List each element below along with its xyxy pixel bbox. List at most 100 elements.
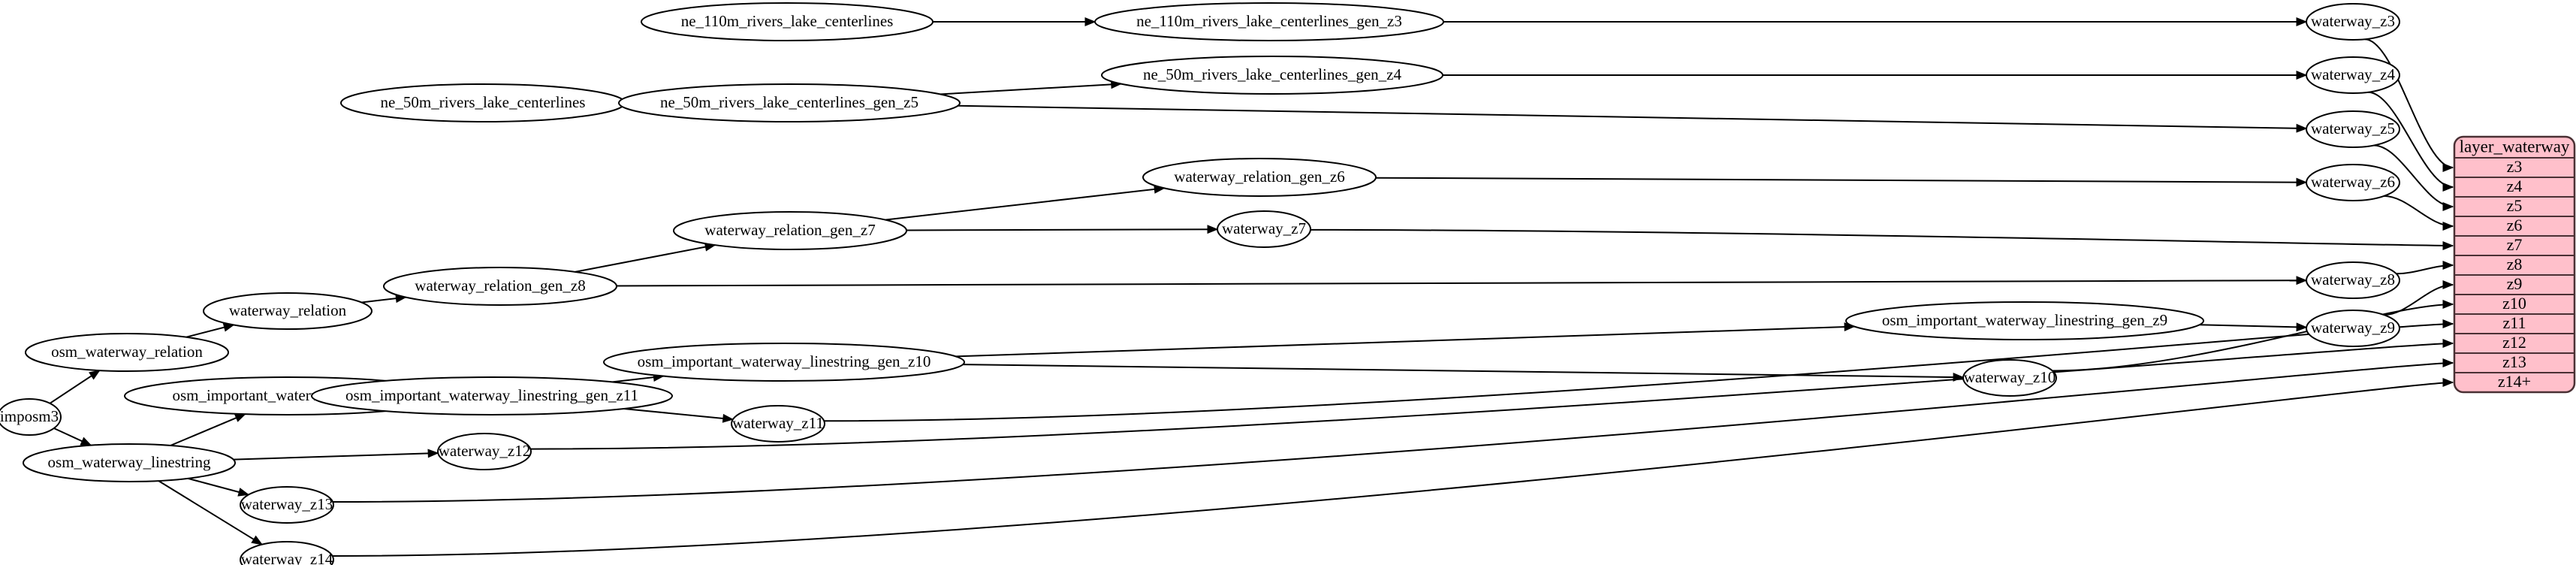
arrowhead-waterway_relation_gen_z6-to-waterway_z6 [2296, 177, 2308, 187]
node-shape-waterway_relation_gen_z6 [1142, 158, 1377, 197]
edge-osm_important_waterway_linestring_gen_z10-to-waterway_z10 [963, 364, 1964, 379]
layer-table-row-z11[interactable] [2454, 313, 2574, 334]
node-ne_50m_rivers_lake_centerlines_gen_z5[interactable]: ne_50m_rivers_lake_centerlines_gen_z5 [618, 83, 961, 122]
node-osm_important_waterway_linestring_gen_z9[interactable]: osm_important_waterway_linestring_gen_z9 [1845, 301, 2204, 340]
edge-osm_important_waterway_linestring_gen_z11-to-waterway_z11 [623, 408, 733, 421]
layer-table-row-z8[interactable] [2454, 255, 2574, 276]
layer-table-row-z3[interactable] [2454, 157, 2574, 178]
node-waterway_z3[interactable]: waterway_z3 [2306, 3, 2400, 41]
node-waterway_z11[interactable]: waterway_z11 [731, 405, 825, 443]
node-waterway_z12[interactable]: waterway_z12 [437, 433, 532, 470]
node-osm_waterway_relation[interactable]: osm_waterway_relation [25, 333, 229, 372]
arrowhead-osm_waterway_linestring-to-waterway_z13 [237, 488, 250, 497]
arrowhead-waterway_z11-to-layer_waterway-z11 [2442, 319, 2454, 328]
arrowhead-imposm3-to-osm_waterway_linestring [80, 437, 92, 446]
layer-table-row-z14+[interactable] [2454, 372, 2574, 392]
node-ne_50m_rivers_lake_centerlines_gen_z4[interactable]: ne_50m_rivers_lake_centerlines_gen_z4 [1101, 56, 1443, 95]
edge-waterway_z13-to-layer_waterway-z13 [333, 362, 2454, 503]
layer-table-body: layer_waterwayz3z4z5z6z7z8z9z10z11z12z13… [2454, 137, 2574, 392]
edge-waterway_z6-to-layer_waterway-z6 [2384, 195, 2454, 227]
edge-waterway_z12-to-layer_waterway-z12 [530, 343, 2454, 450]
node-shape-waterway_z12 [437, 433, 532, 470]
node-waterway_z9[interactable]: waterway_z9 [2306, 310, 2400, 347]
layer-table-row-z6[interactable] [2454, 216, 2574, 237]
node-ne_110m_rivers_lake_centerlines_gen_z3[interactable]: ne_110m_rivers_lake_centerlines_gen_z3 [1094, 2, 1444, 41]
edge-osm_important_waterway_linestring_gen_z9-to-waterway_z9 [2199, 324, 2307, 328]
node-shape-osm_important_waterway_linestring_gen_z11 [311, 376, 673, 415]
layer-table-row-z5[interactable] [2454, 196, 2574, 217]
layer-table-row-z12[interactable] [2454, 333, 2574, 354]
node-waterway_z6[interactable]: waterway_z6 [2306, 164, 2400, 201]
node-shape-osm_waterway_linestring [23, 443, 236, 482]
node-shape-osm_important_waterway_linestring_gen_z10 [603, 343, 965, 382]
arrowhead-osm_waterway_linestring-to-waterway_z12 [427, 449, 439, 458]
layer-table-row-z9[interactable] [2454, 274, 2574, 295]
node-shape-waterway_z6 [2306, 164, 2400, 201]
node-waterway_z13[interactable]: waterway_z13 [240, 486, 334, 524]
edge-osm_important_waterway_linestring_gen_z10-to-osm_important_waterway_linestring_gen_z9 [955, 325, 1855, 358]
layer-waterway-table: layer_waterwayz3z4z5z6z7z8z9z10z11z12z13… [2453, 135, 2576, 394]
node-shape-waterway_z9 [2306, 310, 2400, 347]
node-waterway_z14[interactable]: waterway_z14 [240, 541, 334, 565]
arrowhead-waterway_z13-to-layer_waterway-z13 [2442, 358, 2454, 367]
node-waterway_z8[interactable]: waterway_z8 [2306, 261, 2400, 299]
node-shape-waterway_relation [203, 292, 373, 330]
arrowhead-osm_waterway_linestring-to-waterway_z14 [251, 535, 264, 545]
arrowhead-waterway_z3-to-layer_waterway-z3 [2442, 163, 2454, 172]
node-shape-waterway_z10 [1962, 359, 2057, 397]
node-osm_important_waterway_linestring_gen_z11[interactable]: osm_important_waterway_linestring_gen_z1… [311, 376, 673, 415]
arrowhead-waterway_z6-to-layer_waterway-z6 [2442, 222, 2454, 231]
node-waterway_relation[interactable]: waterway_relation [203, 292, 373, 330]
edge-waterway_relation_gen_z8-to-waterway_relation_gen_z7 [575, 244, 716, 273]
node-shape-ne_50m_rivers_lake_centerlines_gen_z4 [1101, 56, 1443, 95]
arrowhead-osm_waterway_linestring-to-osm_important_waterway_linestring [234, 413, 246, 422]
layer-table-row-z13[interactable] [2454, 352, 2574, 373]
node-waterway_relation_gen_z6[interactable]: waterway_relation_gen_z6 [1142, 158, 1377, 197]
arrowhead-waterway_z5-to-layer_waterway-z5 [2442, 202, 2454, 211]
edge-waterway_relation_gen_z8-to-waterway_z8 [616, 279, 2307, 287]
arrowhead-ne_50m_rivers_lake_centerlines_gen_z5-to-waterway_z5 [2296, 123, 2308, 133]
arrowhead-waterway_z8-to-layer_waterway-z8 [2442, 261, 2454, 270]
node-shape-imposm3 [0, 398, 62, 436]
edge-waterway_z4-to-layer_waterway-z4 [2368, 91, 2454, 188]
layer-table-row-z7[interactable] [2454, 235, 2574, 256]
layer-table-row-z10[interactable] [2454, 294, 2574, 315]
node-waterway_z10[interactable]: waterway_z10 [1962, 359, 2057, 397]
node-shape-waterway_z13 [240, 486, 334, 524]
node-osm_waterway_linestring[interactable]: osm_waterway_linestring [23, 443, 236, 482]
node-shape-waterway_relation_gen_z8 [383, 267, 617, 306]
node-waterway_relation_gen_z7[interactable]: waterway_relation_gen_z7 [673, 211, 907, 250]
arrowhead-osm_important_waterway_linestring_gen_z11-to-waterway_z11 [722, 413, 734, 423]
node-imposm3[interactable]: imposm3 [0, 398, 62, 436]
layer-table-row-z4[interactable] [2454, 177, 2574, 198]
arrowhead-waterway_relation_gen_z7-to-waterway_z7 [1207, 225, 1219, 234]
arrowhead-waterway_relation_gen_z8-to-waterway_z8 [2296, 276, 2308, 286]
node-shape-waterway_relation_gen_z7 [673, 211, 907, 250]
edge-osm_waterway_linestring-to-osm_important_waterway_linestring [170, 413, 246, 446]
node-shape-osm_waterway_relation [25, 333, 229, 372]
node-waterway_z4[interactable]: waterway_z4 [2306, 56, 2400, 94]
arrowhead-ne_50m_rivers_lake_centerlines_gen_z4-to-waterway_z4 [2296, 71, 2308, 80]
node-shape-waterway_z4 [2306, 56, 2400, 94]
edge-osm_waterway_linestring-to-waterway_z12 [233, 452, 439, 461]
arrowhead-waterway_z9-to-layer_waterway-z9 [2442, 280, 2454, 289]
node-ne_50m_rivers_lake_centerlines[interactable]: ne_50m_rivers_lake_centerlines [340, 83, 626, 122]
layer-table-header-cell [2454, 137, 2574, 159]
node-shape-waterway_z5 [2306, 110, 2400, 148]
node-waterway_z5[interactable]: waterway_z5 [2306, 110, 2400, 148]
node-shape-ne_50m_rivers_lake_centerlines_gen_z5 [618, 83, 961, 122]
edge-waterway_relation_gen_z7-to-waterway_z7 [906, 228, 1218, 231]
node-osm_important_waterway_linestring_gen_z10[interactable]: osm_important_waterway_linestring_gen_z1… [603, 343, 965, 382]
node-shape-ne_110m_rivers_lake_centerlines_gen_z3 [1094, 2, 1444, 41]
edge-waterway_z3-to-layer_waterway-z3 [2364, 38, 2454, 168]
node-ne_110m_rivers_lake_centerlines[interactable]: ne_110m_rivers_lake_centerlines [641, 2, 934, 41]
node-shape-osm_important_waterway_linestring_gen_z9 [1845, 301, 2204, 340]
node-waterway_relation_gen_z8[interactable]: waterway_relation_gen_z8 [383, 267, 617, 306]
node-waterway_z7[interactable]: waterway_z7 [1217, 210, 1311, 248]
edge-osm_waterway_linestring-to-waterway_z14 [158, 480, 263, 545]
edge-waterway_z7-to-layer_waterway-z7 [1310, 228, 2454, 246]
arrowhead-ne_110m_rivers_lake_centerlines_gen_z3-to-waterway_z3 [2296, 17, 2308, 26]
node-shape-waterway_z3 [2306, 3, 2400, 41]
arrowhead-ne_110m_rivers_lake_centerlines-to-ne_110m_rivers_lake_centerlines_gen_z3 [1084, 17, 1096, 26]
edge-waterway_z14-to-layer_waterway-z14- [332, 382, 2454, 557]
